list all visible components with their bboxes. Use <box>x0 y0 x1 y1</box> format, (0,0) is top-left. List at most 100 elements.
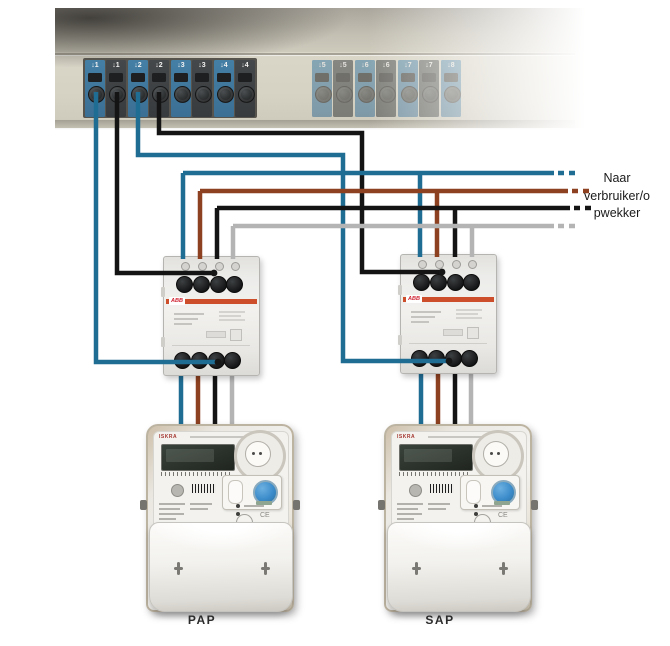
ce-mark: CE <box>260 512 270 519</box>
terminal-screw-icon <box>237 86 255 103</box>
port-dot <box>497 452 500 455</box>
meter-text-line <box>428 436 484 438</box>
screw-icon <box>171 484 184 497</box>
module-slot <box>466 480 481 504</box>
meter-terminal-cover <box>149 522 293 612</box>
terminal-label: ↓5 <box>318 62 326 69</box>
meter-terminal-cover <box>387 522 531 612</box>
meter-brand: ISKRA <box>159 434 178 440</box>
contactor-marking <box>467 327 479 339</box>
contactor-terminal-icon <box>445 350 462 367</box>
contactor-marking <box>443 329 463 336</box>
contactor-divider <box>172 345 250 346</box>
terminal-slot <box>358 73 372 82</box>
contactor-terminal-icon <box>176 276 193 293</box>
note-line: verbruiker/o <box>584 188 650 203</box>
din-clip <box>161 287 165 297</box>
contactor-terminal-icon <box>463 274 480 291</box>
indicator-dot <box>236 512 240 516</box>
meter-logo-mark <box>494 501 510 505</box>
cover-highlight <box>150 523 292 551</box>
terminal-slot <box>109 73 123 82</box>
contactor-terminal-icon <box>224 352 241 369</box>
terminal-module: ↓4 <box>214 60 234 117</box>
terminal-screw-icon <box>151 86 169 103</box>
meter-text-line <box>428 508 446 510</box>
meter-text-line <box>397 518 414 520</box>
meter-text-line <box>482 505 502 507</box>
screw-icon <box>452 260 461 269</box>
meter-text-line <box>397 503 423 505</box>
abb-logo: ABB <box>169 297 185 305</box>
contactor-divider <box>409 343 487 344</box>
terminal-strip-group-1: ↓1 ↓1 ↓2 ↓2 ↓3 ↓3 ↓4 ↓4 <box>85 60 257 117</box>
contactor-text-line <box>174 318 198 320</box>
terminal-slot <box>195 73 209 82</box>
contactor-text-line <box>219 311 245 313</box>
contactor-right: ABB <box>398 254 497 374</box>
terminal-slot <box>174 73 188 82</box>
din-clip <box>161 337 165 347</box>
meter-brand: ISKRA <box>397 434 416 440</box>
meter-sap: ISKRA CE <box>378 424 538 612</box>
contactor-text-line <box>219 319 245 321</box>
contactor-text-line <box>411 321 429 323</box>
ce-mark: CE <box>498 512 508 519</box>
screw-icon <box>409 484 422 497</box>
wire-black-contactor-to-meter <box>212 366 458 433</box>
meter-text-line <box>397 513 422 515</box>
terminal-module: ↓1 <box>106 60 126 117</box>
meter-text-line <box>190 508 208 510</box>
terminal-screw-icon <box>87 86 105 103</box>
indicator-dot <box>236 504 240 508</box>
terminal-screw-icon <box>335 86 353 103</box>
terminal-slot <box>88 73 102 82</box>
terminal-label: ↓5 <box>339 62 347 69</box>
terminal-label: ↓4 <box>241 62 249 69</box>
cover-clip <box>531 500 538 510</box>
terminal-label: ↓1 <box>91 62 99 69</box>
terminal-module: ↓5 <box>333 60 353 117</box>
screw-icon <box>231 262 240 271</box>
contactor-terminal-icon <box>191 352 208 369</box>
screw-icon <box>198 262 207 271</box>
contactor-marking <box>206 331 226 338</box>
wire-brown-feed-verticals <box>197 191 440 259</box>
terminal-label: ↓3 <box>177 62 185 69</box>
module-slot <box>228 480 243 504</box>
indicator-dot <box>474 504 478 508</box>
terminal-module: ↓1 <box>85 60 105 117</box>
note-naar-verbruiker: Naar verbruiker/o pwekker <box>570 170 664 223</box>
photo-fade-overlay <box>368 0 670 142</box>
contactor-terminal-icon <box>447 274 464 291</box>
terminal-module: ↓4 <box>235 60 255 117</box>
wire-blue-feed-verticals <box>180 173 423 259</box>
din-clip <box>398 335 402 345</box>
contactor-marking <box>230 329 242 341</box>
contactor-terminal-icon <box>210 276 227 293</box>
contactor-terminal-icon <box>174 352 191 369</box>
contactor-text-line <box>456 309 482 311</box>
barcode <box>192 484 216 493</box>
contactor-terminal-icon <box>226 276 243 293</box>
indicator-dot <box>474 512 478 516</box>
meter-text-line <box>159 508 180 510</box>
din-clip <box>398 285 402 295</box>
screw-icon <box>468 260 477 269</box>
meter-text-line <box>428 503 450 505</box>
meter-text-line <box>397 508 418 510</box>
wire-gray-contactor-to-meter <box>229 366 474 433</box>
abb-logo: ABB <box>406 295 422 303</box>
terminal-screw-icon <box>130 86 148 103</box>
wire-black-feed-verticals <box>214 208 458 259</box>
terminal-module: ↓3 <box>192 60 212 117</box>
contactor-text-line <box>411 316 435 318</box>
cover-screw-icon <box>499 567 508 570</box>
terminal-label: ↓3 <box>198 62 206 69</box>
terminal-slot <box>315 73 329 82</box>
label-sap: SAP <box>425 613 455 627</box>
optical-port-center <box>245 441 271 467</box>
meter-lcd <box>161 444 235 471</box>
terminal-screw-icon <box>216 86 234 103</box>
